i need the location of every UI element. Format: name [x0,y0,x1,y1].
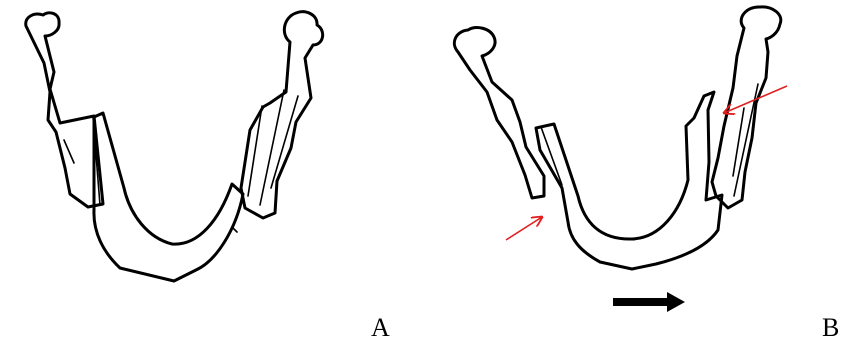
mandible-body-a [94,113,243,281]
panel-a-label: A [371,313,390,342]
panel-b [454,7,787,312]
left-ramus-segment-b [454,28,544,198]
red-arrow-left-fracture [506,217,542,240]
ramus-detail-a-2 [271,96,298,188]
ramus-detail-b-3 [733,108,744,176]
left-ramus-segment-a [26,13,103,207]
right-ramus-segment-b [712,7,781,208]
displacement-direction-arrow [613,292,685,312]
right-ramus-segment-a [241,12,323,218]
panel-b-label: B [822,313,839,342]
ramus-detail-a-1 [64,140,74,163]
panel-a [26,12,323,281]
mandible-body-b [536,92,722,269]
